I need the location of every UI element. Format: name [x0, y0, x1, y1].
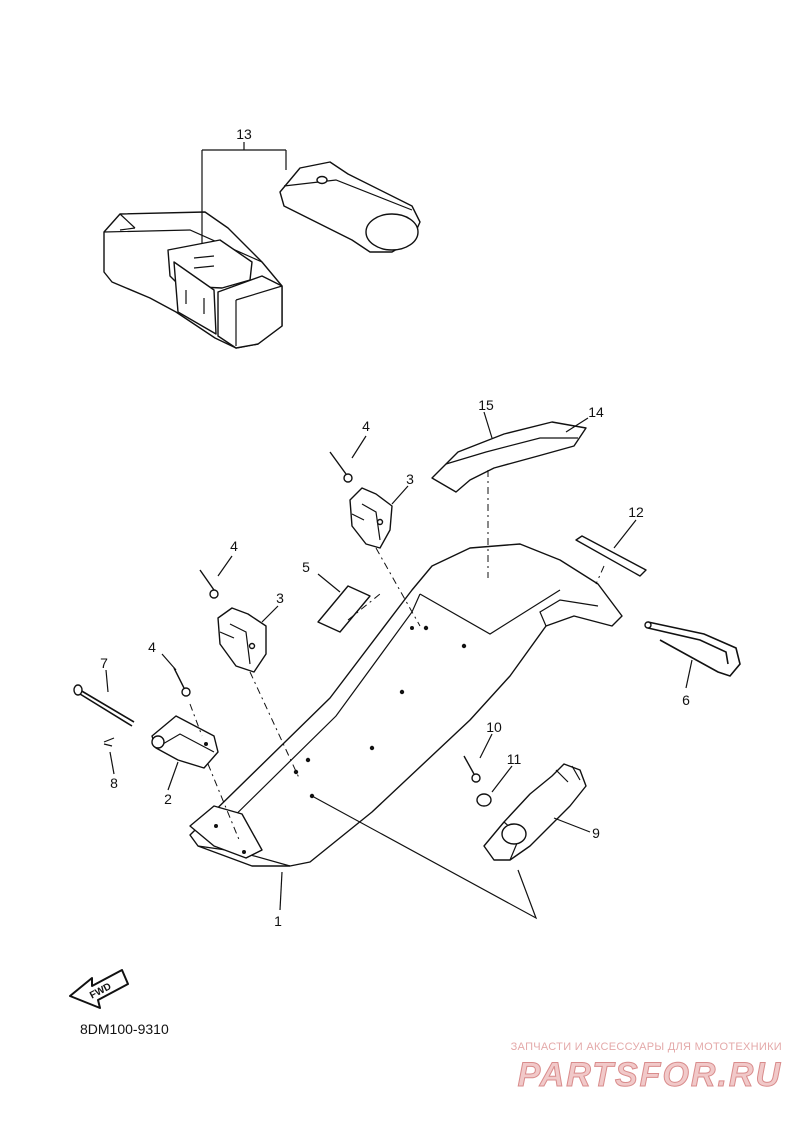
callout-leader-12 — [613, 519, 637, 549]
callout-4-lower: 4 — [148, 639, 156, 655]
part-4-screw-lower — [173, 667, 191, 697]
mount-line-5 — [347, 593, 381, 621]
callout-15: 15 — [478, 397, 494, 413]
callout-leader-3-upper — [391, 485, 409, 505]
callout-3-middle: 3 — [276, 590, 284, 606]
callout-leader-4-middle — [217, 555, 233, 577]
part-2-hinge — [151, 715, 219, 769]
callout-9: 9 — [592, 825, 600, 841]
callout-leader-5 — [317, 573, 341, 593]
part-12-rod — [575, 535, 647, 577]
part-8-pin — [103, 737, 115, 747]
callout-bracket-13 — [201, 142, 287, 244]
mount-line-3-middle — [249, 671, 301, 781]
callout-1: 1 — [274, 913, 282, 929]
part-3-bracket-upper — [349, 487, 393, 549]
callout-5: 5 — [302, 559, 310, 575]
watermark-logo: ЗАПЧАСТИ И АКСЕССУАРЫ ДЛЯ МОТОТЕХНИКИ PA… — [511, 1041, 782, 1095]
callout-4-upper: 4 — [362, 418, 370, 434]
callout-leader-10 — [479, 733, 493, 759]
callout-leader-6 — [685, 659, 693, 689]
callout-leader-3-middle — [261, 605, 279, 623]
mount-line-3-upper — [375, 547, 421, 627]
part-13-cover-set — [103, 161, 421, 349]
callout-4-middle: 4 — [230, 538, 238, 554]
callout-leader-9 — [553, 817, 591, 833]
callout-3-upper: 3 — [406, 471, 414, 487]
part-6-hook-wire — [644, 621, 741, 677]
mount-line-2 — [189, 703, 241, 843]
part-4-screw-upper — [329, 451, 353, 483]
callout-leader-7 — [105, 669, 109, 693]
part-3-bracket-middle — [217, 607, 267, 673]
callout-7: 7 — [100, 655, 108, 671]
callout-leader-4-upper — [351, 435, 367, 459]
fwd-arrow-icon: FWD — [69, 969, 129, 1009]
watermark-logo-text: PARTSFOR.RU — [518, 1056, 782, 1094]
callout-leader-2 — [167, 761, 179, 791]
callout-leader-4-lower — [161, 653, 177, 671]
callout-leader-1 — [279, 871, 283, 911]
part-4-screw-middle — [199, 569, 219, 599]
watermark-tagline: ЗАПЧАСТИ И АКСЕССУАРЫ ДЛЯ МОТОТЕХНИКИ — [511, 1041, 782, 1053]
callout-leader-15 — [483, 411, 493, 439]
callout-6: 6 — [682, 692, 690, 708]
callout-labels: 1 2 3 3 4 4 4 5 6 7 8 9 10 11 12 13 14 1… — [100, 126, 690, 929]
callout-8: 8 — [110, 775, 118, 791]
part-15-14-emblem — [431, 421, 587, 493]
drawing-code: 8DM100-9310 — [80, 1021, 169, 1037]
callout-10: 10 — [486, 719, 502, 735]
part-7-bolt — [73, 684, 135, 727]
callout-2: 2 — [164, 791, 172, 807]
callout-leader-8 — [109, 751, 115, 775]
mount-line-12 — [595, 565, 605, 585]
callout-12: 12 — [628, 504, 644, 520]
callout-13: 13 — [236, 126, 252, 142]
part-10-screw — [463, 755, 481, 783]
callout-14: 14 — [588, 404, 604, 420]
callout-leader-14 — [565, 417, 589, 433]
part-1-fender — [189, 543, 623, 867]
mount-line-9 — [311, 795, 538, 920]
callout-leader-11 — [491, 765, 513, 793]
part-9-lock-bracket — [483, 763, 587, 861]
callout-11: 11 — [507, 751, 522, 767]
part-11-nut — [476, 793, 492, 807]
part-5-plate — [317, 585, 371, 633]
